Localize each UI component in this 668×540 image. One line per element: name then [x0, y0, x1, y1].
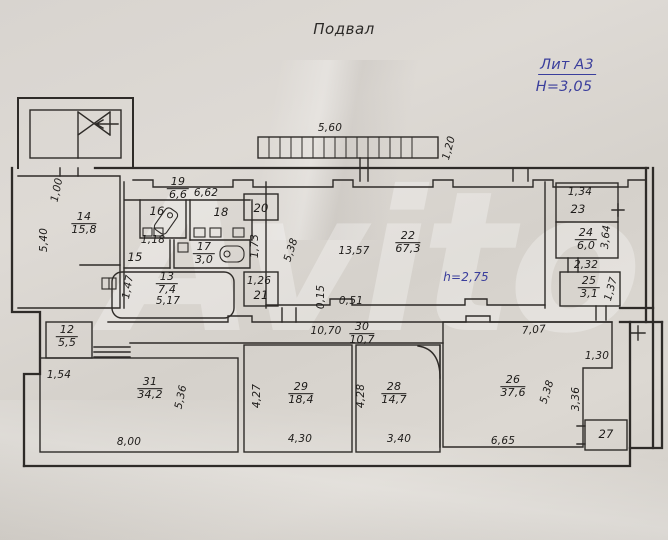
dim-10-70: 10,70: [310, 325, 342, 337]
dim-1-18: 1,18: [140, 234, 166, 246]
dim-1-54: 1,54: [46, 369, 72, 381]
rooms-23-24-25-walls: [555, 182, 625, 321]
room-label-18: 18: [213, 205, 229, 219]
bathroom-fixtures: [142, 207, 245, 263]
dim-4-27: 4,27: [251, 383, 263, 409]
dim-4-28: 4,28: [355, 383, 367, 409]
ceiling-height-note: h=2,75: [443, 270, 489, 284]
liter-label: Лит А3: [538, 57, 596, 75]
top-wall-inner-line: [132, 167, 647, 188]
page-title: Подвал: [313, 20, 375, 38]
outer-walls: [10, 166, 664, 468]
dim-1-26: 1,26: [246, 275, 272, 287]
dim-5-17: 5,17: [155, 295, 181, 307]
dim-6-62: 6,62: [193, 187, 219, 199]
dim-1-30: 1,30: [584, 350, 610, 362]
room-14-walls: [17, 175, 121, 309]
room-26-walls: [442, 321, 613, 448]
dim-2-32: 2,32: [573, 259, 599, 271]
dim-stair-length: 5,60: [317, 122, 343, 134]
room-31-walls: [39, 357, 239, 453]
room-label-27: 27: [598, 427, 614, 441]
staircase-block: [17, 97, 134, 177]
entrance-stairs-hatch: [257, 136, 439, 182]
room-label-20: 20: [253, 201, 269, 215]
room-label-15: 15: [127, 250, 143, 264]
dim-8-00: 8,00: [116, 436, 142, 448]
dim-3-40: 3,40: [386, 433, 412, 445]
room-label-16: 16: [149, 204, 165, 218]
room-label-23: 23: [570, 202, 586, 216]
room-label-21: 21: [253, 288, 269, 302]
toilet-fixture: [219, 245, 245, 263]
room-21-walls: [243, 271, 279, 307]
dim-3-64: 3,64: [598, 224, 614, 250]
dim-1-34: 1,34: [567, 186, 593, 198]
dim-0-51: 0,51: [338, 295, 364, 307]
stair-direction-glyph: [77, 111, 111, 159]
dim-0-15: 0,15: [315, 284, 327, 310]
dim-7-07: 7,07: [521, 323, 547, 337]
dim-6-65: 6,65: [490, 435, 516, 447]
room-22-walls: [243, 181, 546, 309]
room-13-walls: [111, 271, 235, 319]
room-29-walls: [243, 344, 353, 453]
lower-rooms-walls: [39, 321, 646, 453]
room-20-walls: [243, 193, 279, 221]
dim-5-40: 5,40: [38, 227, 50, 253]
dim-13-57: 13,57: [338, 245, 370, 257]
corridor-walls: [93, 307, 613, 358]
dim-3-36: 3,36: [570, 386, 582, 412]
steps-glyph: [93, 346, 131, 358]
dim-1-73: 1,73: [249, 233, 261, 259]
room-27-walls: [584, 419, 628, 451]
dim-4-30: 4,30: [287, 433, 313, 445]
height-label: Н=3,05: [535, 79, 593, 95]
